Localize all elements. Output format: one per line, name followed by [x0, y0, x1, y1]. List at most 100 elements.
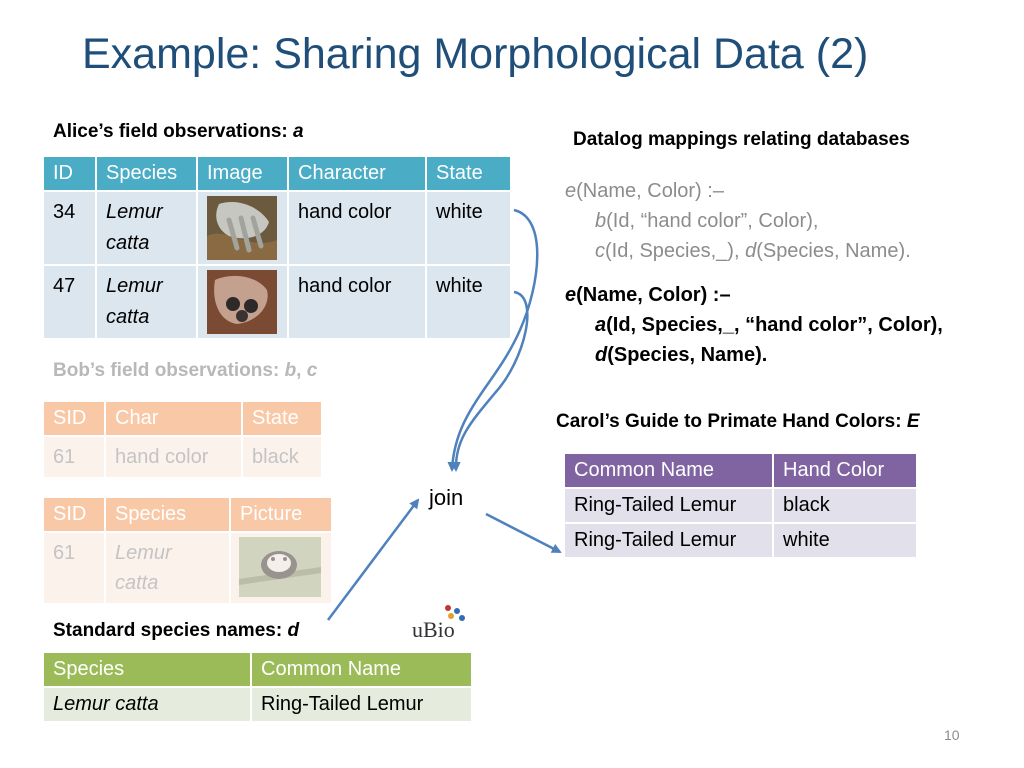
- pred-d: d: [595, 344, 608, 366]
- rule-args: (Name, Color) :–: [576, 180, 724, 202]
- standard-table: Species Common Name Lemur catta Ring-Tai…: [42, 651, 473, 723]
- carol-caption-var: E: [906, 411, 920, 432]
- standard-cell-common: Ring-Tailed Lemur: [250, 686, 473, 723]
- bob-b-cell-sid: 61: [42, 435, 106, 479]
- arrow-row47-to-join: [450, 290, 529, 472]
- bob-b-header-state: State: [241, 400, 323, 437]
- carol-cell-common: Ring-Tailed Lemur: [563, 522, 774, 559]
- ubio-logo: uBio: [412, 605, 470, 642]
- pred-d: d: [745, 240, 757, 262]
- alice-header-image: Image: [196, 155, 289, 192]
- logo-dot: [459, 615, 465, 621]
- species-epithet: catta: [106, 232, 150, 254]
- logo-dot: [454, 608, 460, 614]
- bob-c-header-picture: Picture: [229, 496, 333, 533]
- bob-b-header-char: Char: [104, 400, 243, 437]
- pred-e: e: [565, 180, 577, 202]
- carol-header-row: Common Name Hand Color: [563, 452, 918, 489]
- species-genus: Lemur: [115, 542, 172, 564]
- slide-title: Example: Sharing Morphological Data (2): [82, 30, 869, 78]
- ubio-logo-text: uBio: [412, 617, 455, 642]
- alice-cell-character: hand color: [287, 190, 427, 266]
- pred-a: a: [595, 314, 607, 336]
- carol-caption-text: Carol’s Guide to Primate Hand Colors:: [556, 411, 907, 432]
- datalog-rule-1: e(Name, Color) :– b(Id, “hand color”, Co…: [565, 176, 911, 266]
- alice-cell-state: white: [425, 264, 512, 340]
- rule-2-body-d: d(Species, Name).: [565, 340, 943, 370]
- bob-caption: Bob’s field observations: b, c: [53, 360, 317, 382]
- alice-header-id: ID: [42, 155, 97, 192]
- bob-caption-var-c: c: [306, 360, 318, 381]
- carol-cell-color: black: [772, 487, 918, 524]
- rule-2-body-a: a(Id, Species,_, “hand color”, Color),: [565, 310, 943, 340]
- alice-caption: Alice’s field observations: a: [53, 121, 304, 143]
- carol-cell-common: Ring-Tailed Lemur: [563, 487, 774, 524]
- lemur-hand-photo: [207, 196, 277, 260]
- logo-dot: [448, 613, 454, 619]
- bob-c-cell-species: Lemur catta: [104, 531, 231, 605]
- table-row: Ring-Tailed Lemur white: [563, 522, 918, 559]
- lemur-photo: [239, 537, 321, 597]
- alice-header-character: Character: [287, 155, 427, 192]
- pred-b: b: [595, 210, 607, 232]
- bob-b-header-sid: SID: [42, 400, 106, 437]
- bob-c-header-species: Species: [104, 496, 231, 533]
- join-label: join: [429, 485, 464, 510]
- standard-header-row: Species Common Name: [42, 651, 473, 688]
- rule-1-body-b: b(Id, “hand color”, Color),: [565, 206, 911, 236]
- alice-caption-var: a: [293, 121, 304, 142]
- standard-caption-var: d: [287, 620, 300, 641]
- species-epithet: catta: [115, 572, 159, 594]
- alice-cell-image: [196, 190, 289, 266]
- bob-caption-sep: ,: [296, 360, 307, 381]
- rule-1-head: e(Name, Color) :–: [565, 176, 911, 206]
- alice-cell-image: [196, 264, 289, 340]
- species-genus: Lemur: [106, 275, 163, 297]
- standard-header-common: Common Name: [250, 651, 473, 688]
- alice-cell-state: white: [425, 190, 512, 266]
- mappings-title: Datalog mappings relating databases: [573, 129, 910, 150]
- rule-args: (Id, “hand color”, Color),: [606, 210, 819, 232]
- bob-table-b: SID Char State 61 hand color black: [42, 400, 323, 479]
- datalog-rule-2: e(Name, Color) :– a(Id, Species,_, “hand…: [565, 280, 943, 370]
- carol-header-common: Common Name: [563, 452, 774, 489]
- lemur-hand-photo: [207, 270, 277, 334]
- alice-table: ID Species Image Character State 34 Lemu…: [42, 155, 512, 340]
- bob-c-header-row: SID Species Picture: [42, 496, 333, 533]
- alice-header-row: ID Species Image Character State: [42, 155, 512, 192]
- species-epithet: catta: [106, 306, 150, 328]
- rule-args: (Name, Color) :–: [576, 284, 731, 306]
- alice-caption-text: Alice’s field observations:: [53, 121, 294, 142]
- alice-cell-id: 47: [42, 264, 97, 340]
- arrow-standard-to-join: [327, 498, 420, 621]
- arrow-join-to-carol: [485, 512, 562, 554]
- logo-dot: [445, 605, 451, 611]
- standard-header-species: Species: [42, 651, 252, 688]
- table-row: 61 hand color black: [42, 435, 323, 479]
- rule-args: (Species, Name).: [756, 240, 911, 262]
- page-number: 10: [944, 727, 960, 743]
- arrow-row34-to-join: [447, 208, 539, 472]
- carol-cell-color: white: [772, 522, 918, 559]
- carol-header-color: Hand Color: [772, 452, 918, 489]
- rule-1-body-cd: c(Id, Species,_), d(Species, Name).: [565, 236, 911, 266]
- bob-b-header-row: SID Char State: [42, 400, 323, 437]
- alice-cell-id: 34: [42, 190, 97, 266]
- bob-c-header-sid: SID: [42, 496, 106, 533]
- carol-caption: Carol’s Guide to Primate Hand Colors: E: [556, 411, 920, 433]
- table-row: Ring-Tailed Lemur black: [563, 487, 918, 524]
- rule-args: (Id, Species,_),: [605, 240, 746, 262]
- standard-cell-species: Lemur catta: [42, 686, 252, 723]
- bob-b-cell-state: black: [241, 435, 323, 479]
- alice-cell-character: hand color: [287, 264, 427, 340]
- alice-cell-species: Lemur catta: [95, 264, 198, 340]
- alice-header-state: State: [425, 155, 512, 192]
- bob-b-cell-char: hand color: [104, 435, 243, 479]
- bob-c-cell-picture: [229, 531, 333, 605]
- table-row: 47 Lemur catta hand color white: [42, 264, 512, 340]
- pred-e: e: [565, 284, 577, 306]
